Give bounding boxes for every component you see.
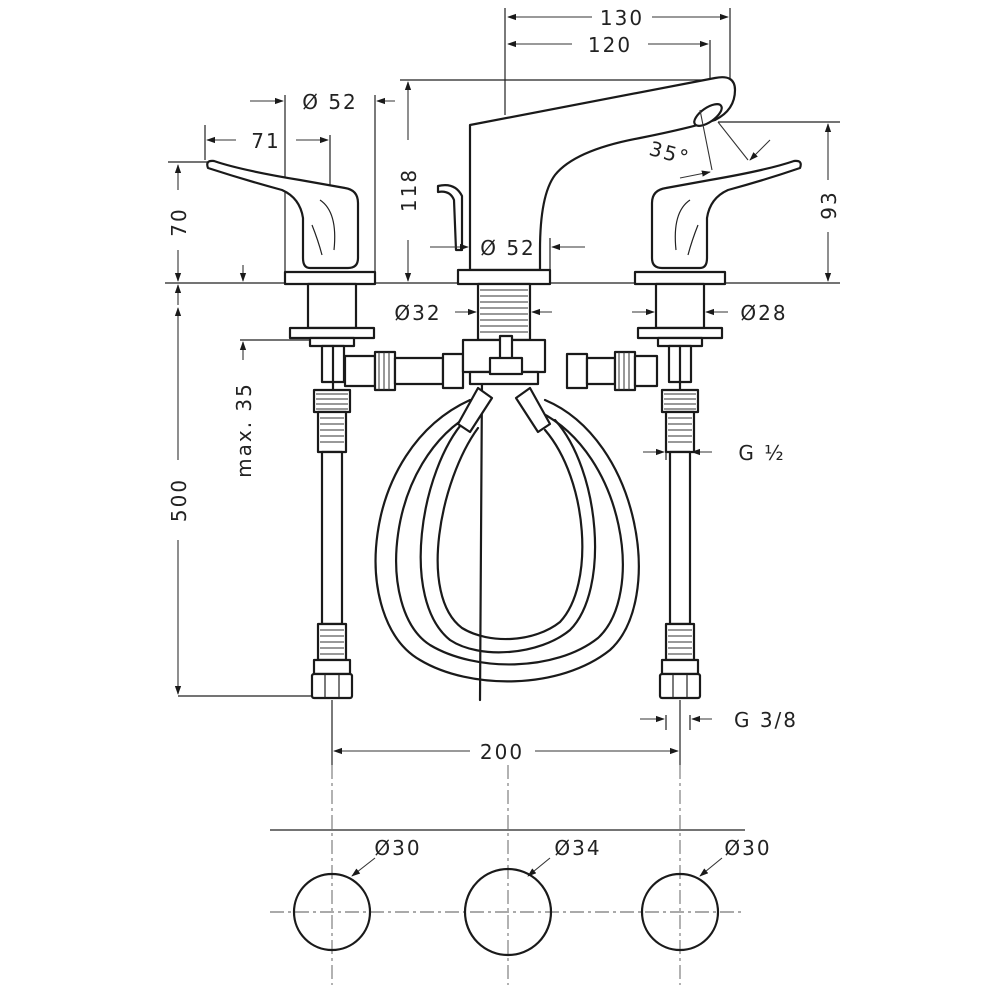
dim-hole-center: Ø34 xyxy=(554,836,601,860)
hole-center xyxy=(463,867,553,957)
dim-130: 130 xyxy=(600,6,644,30)
left-handle xyxy=(206,159,377,700)
dim-g-half: G ½ xyxy=(738,441,785,465)
dim-spout-shank-diameter: Ø32 xyxy=(394,301,441,325)
dim-g-three-eighths: G 3/8 xyxy=(734,708,798,732)
dim-max-35: max. 35 xyxy=(232,382,256,478)
dim-93: 93 xyxy=(817,190,841,219)
dim-71: 71 xyxy=(251,129,280,153)
mounting-holes xyxy=(270,765,745,985)
dim-120: 120 xyxy=(588,33,632,57)
spout xyxy=(436,76,737,434)
dim-118: 118 xyxy=(397,168,421,212)
dim-35-degree: 35° xyxy=(647,136,693,170)
dim-500: 500 xyxy=(167,478,191,522)
dimension-lines xyxy=(174,13,832,877)
dim-spout-base-diameter: Ø 52 xyxy=(480,236,536,260)
dim-hole-left: Ø30 xyxy=(374,836,421,860)
connecting-pipes xyxy=(343,350,659,392)
dim-valve-shank-diameter: Ø28 xyxy=(740,301,787,325)
dim-hole-right: Ø30 xyxy=(724,836,771,860)
right-handle xyxy=(633,159,802,700)
hose-loops xyxy=(374,378,640,702)
hole-right xyxy=(640,872,720,952)
hole-left xyxy=(292,872,372,952)
dim-70: 70 xyxy=(167,207,191,236)
dim-handle-diameter: Ø 52 xyxy=(302,90,358,114)
dim-200: 200 xyxy=(480,740,524,764)
